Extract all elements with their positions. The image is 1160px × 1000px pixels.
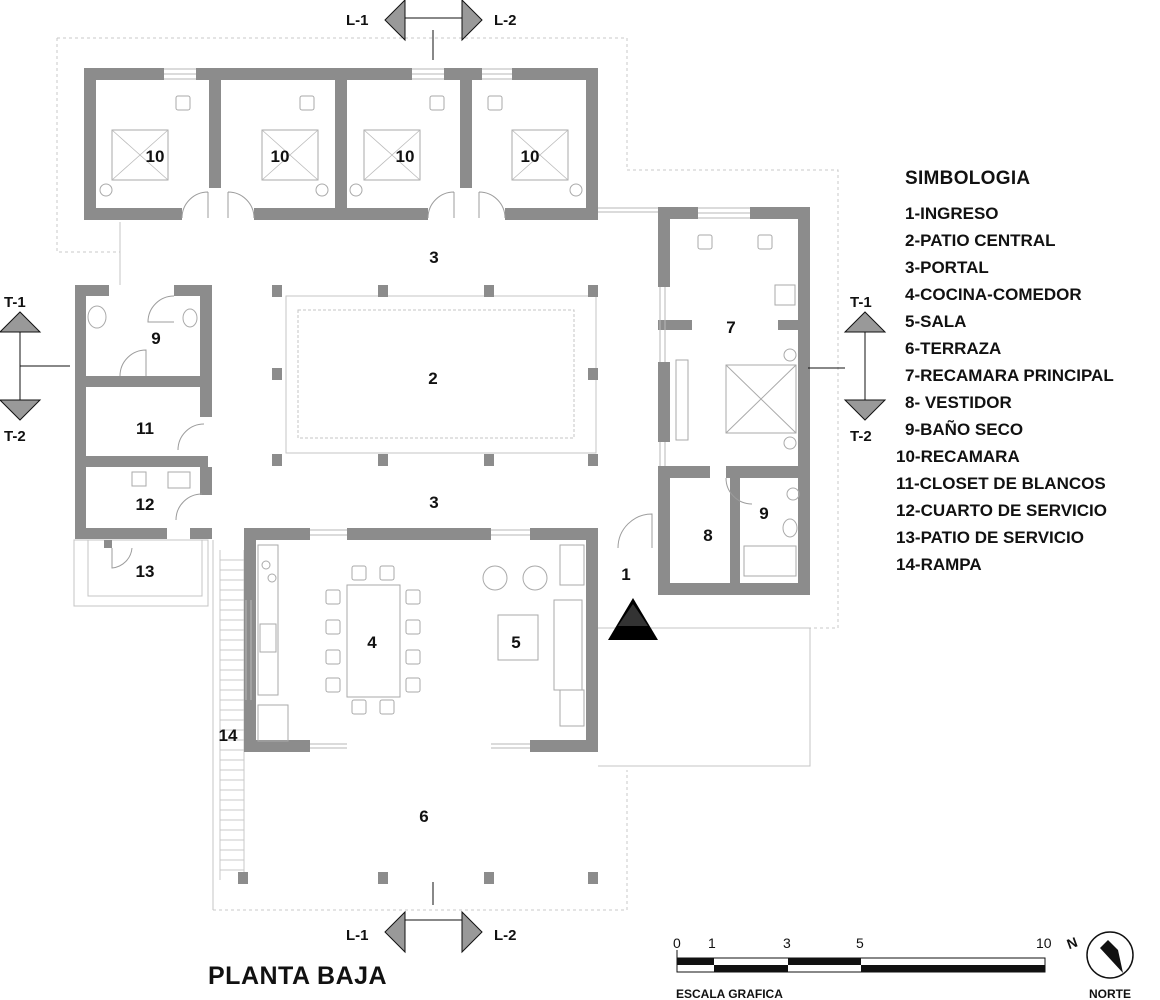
section-markers [0,0,887,954]
room-label-bed-c: 10 [396,147,415,166]
legend-item: 14-RAMPA [896,555,982,574]
room-label-bed-a: 10 [146,147,165,166]
legend-item: 4-COCINA-COMEDOR [905,285,1082,304]
legend-item: 6-TERRAZA [905,339,1002,358]
legend-item: 11-CLOSET DE BLANCOS [896,474,1106,493]
room-label-entry: 1 [621,565,630,584]
room-label-bed-b: 10 [271,147,290,166]
north-letter: N [1065,934,1080,952]
room-label-ramp: 14 [219,726,238,745]
room-label-service-room: 12 [136,495,155,514]
section-labels: L-1 L-2 L-1 L-2 T-1 T-2 T-1 T-2 [4,12,872,944]
plan-title: PLANTA BAJA [208,962,388,990]
north-caption: NORTE [1089,987,1131,1000]
section-label-l1-top: L-1 [346,12,369,29]
room-label-dressing: 8 [703,526,712,545]
central-patio-outline [285,295,597,454]
room-label-bath-west: 9 [151,329,160,348]
section-label-l1-bottom: L-1 [346,927,369,944]
graphic-scale: 0 1 3 5 10 [673,935,1052,973]
entry-arrow [608,598,658,640]
legend-item: 10-RECAMARA [896,447,1020,466]
room-label-bed-d: 10 [521,147,540,166]
legend-item: 7-RECAMARA PRINCIPAL [905,366,1114,385]
legend-list: 1-INGRESO 2-PATIO CENTRAL 3-PORTAL 4-COC… [893,200,1158,578]
exterior-lines [73,222,811,910]
room-label-closet: 11 [136,419,154,438]
ramp-hatch [219,550,245,880]
columns [238,285,598,884]
legend-item: 2-PATIO CENTRAL [905,231,1056,250]
legend: SIMBOLOGIA 1-INGRESO 2-PATIO CENTRAL 3-P… [893,168,1158,578]
room-label-bath-east: 9 [759,504,768,523]
legend-item: 9-BAÑO SECO [905,420,1024,439]
section-label-t2-east: T-2 [850,428,872,445]
section-label-t1-east: T-1 [850,294,872,311]
room-label-kitchen-dining: 4 [367,633,377,652]
room-label-master-bedroom: 7 [726,318,735,337]
scale-tick-5: 5 [856,935,864,951]
site-outlines [56,37,839,911]
section-label-l2-bottom: L-2 [494,927,517,944]
legend-item: 3-PORTAL [905,258,989,277]
section-label-t2-west: T-2 [4,428,26,445]
legend-item: 1-INGRESO [905,204,999,223]
room-label-portal-north: 3 [429,248,438,267]
scale-caption: ESCALA GRAFICA [676,987,783,1000]
scale-tick-1: 1 [708,935,716,951]
scale-tick-3: 3 [783,935,791,951]
legend-item: 8- VESTIDOR [905,393,1012,412]
windows [164,68,750,749]
room-label-portal-south: 3 [429,493,438,512]
section-label-t1-west: T-1 [4,294,26,311]
room-label-central-patio: 2 [428,369,437,388]
legend-item: 5-SALA [905,312,967,331]
legend-item: 12-CUARTO DE SERVICIO [896,501,1107,520]
scale-tick-10: 10 [1036,935,1052,951]
scale-tick-0: 0 [673,935,681,951]
doors [111,191,753,569]
room-labels: 10 10 10 10 3 2 3 9 11 12 13 4 5 1 7 8 9… [136,147,769,826]
section-label-l2-top: L-2 [494,12,517,29]
legend-item: 13-PATIO DE SERVICIO [896,528,1084,547]
north-arrow-icon: N [1065,931,1134,979]
legend-title: SIMBOLOGIA [905,168,1031,189]
walls [75,68,810,752]
room-label-living: 5 [511,633,520,652]
room-label-terrace: 6 [419,807,428,826]
room-label-service-patio: 13 [136,562,155,581]
furniture [87,95,800,742]
